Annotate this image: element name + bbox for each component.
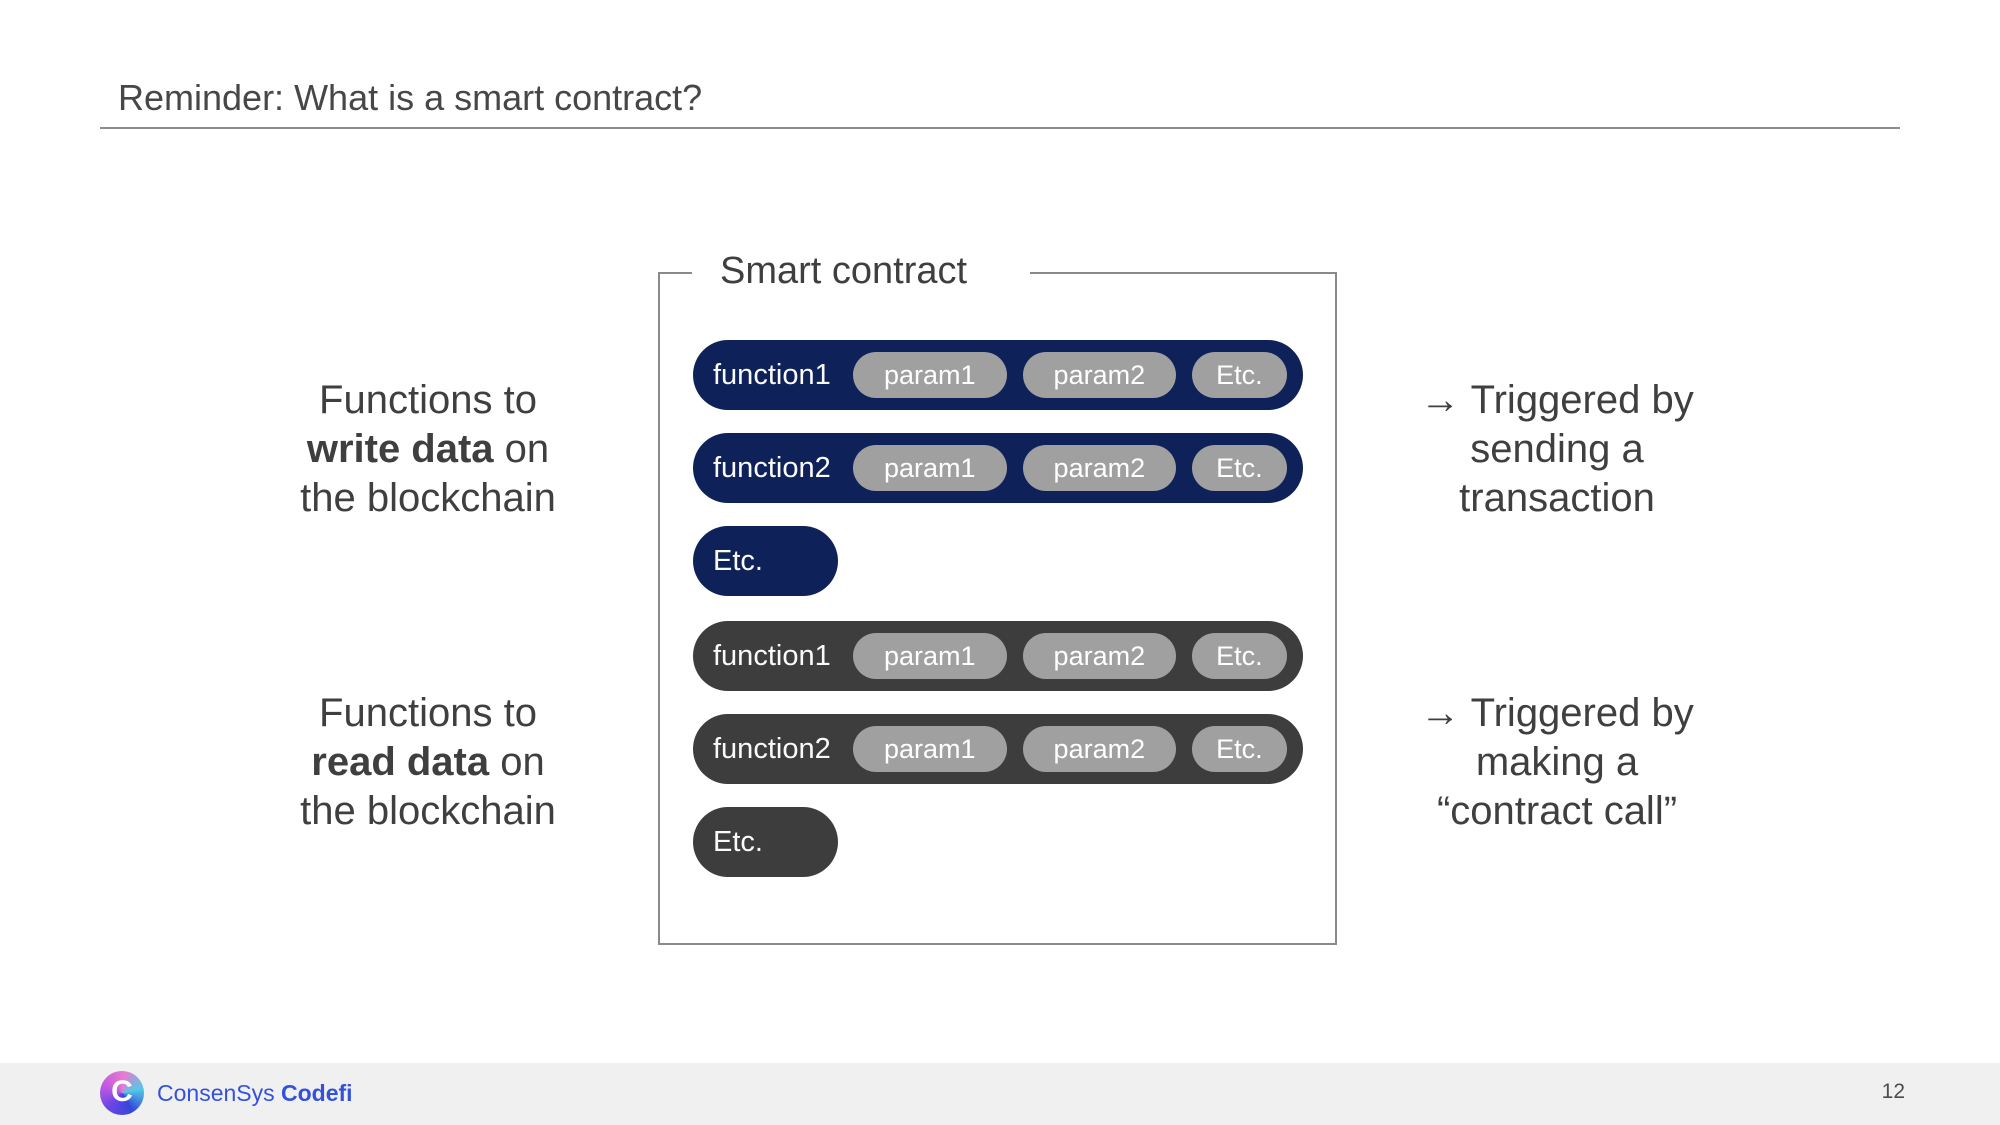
right-arrow-icon: →	[1420, 691, 1461, 735]
slide-title: Reminder: What is a smart contract?	[118, 77, 703, 118]
smart-contract-box-title: Smart contract	[716, 250, 972, 292]
write-trigger-caption: → Triggered by sending a transaction	[1347, 376, 1767, 523]
brand-name: ConsenSys	[157, 1079, 275, 1106]
caption-line: read data on	[218, 738, 638, 787]
caption-text: Triggered by	[1470, 378, 1694, 422]
function-label: function1	[713, 639, 831, 672]
write-function2-row: function2 param1 param2 Etc.	[693, 433, 1303, 503]
param-list: param1 param2 Etc.	[853, 726, 1287, 772]
read-functions-caption: Functions to read data on the blockchain	[218, 689, 638, 836]
header-divider	[100, 127, 1900, 129]
caption-bold: write data	[306, 427, 494, 471]
box-border-segment	[1030, 272, 1337, 274]
param-pill: param2	[1022, 726, 1177, 772]
write-etc-row: Etc.	[693, 526, 838, 596]
param-pill: Etc.	[1192, 352, 1287, 398]
read-etc-row: Etc.	[693, 807, 838, 877]
consensys-logo-icon: C	[100, 1071, 144, 1115]
caption-line: “contract call”	[1436, 789, 1678, 833]
caption-line: write data on	[218, 425, 638, 474]
function-label: Etc.	[713, 825, 763, 858]
param-pill: param2	[1022, 633, 1177, 679]
read-function1-row: function1 param1 param2 Etc.	[693, 621, 1303, 691]
param-pill: param1	[853, 352, 1007, 398]
box-border-segment	[658, 272, 692, 274]
brand-product: Codefi	[281, 1079, 353, 1106]
param-pill: param1	[853, 633, 1007, 679]
brand-lockup: C ConsenSys Codefi	[100, 1071, 353, 1115]
param-list: param1 param2 Etc.	[853, 445, 1287, 491]
caption-bold: read data	[311, 740, 490, 784]
page-number: 12	[1881, 1080, 1905, 1103]
write-functions-caption: Functions to write data on the blockchai…	[218, 376, 638, 523]
caption-line: sending a	[1470, 427, 1644, 471]
param-list: param1 param2 Etc.	[853, 352, 1287, 398]
param-pill: Etc.	[1192, 633, 1287, 679]
param-pill: param2	[1022, 352, 1177, 398]
caption-line: making a	[1475, 740, 1639, 784]
caption-line: the blockchain	[300, 476, 556, 520]
caption-line: → Triggered by	[1347, 689, 1767, 738]
caption-text: on	[489, 740, 545, 784]
param-pill: Etc.	[1192, 726, 1287, 772]
function-label: function1	[713, 358, 831, 391]
param-pill: param2	[1022, 445, 1177, 491]
caption-text: on	[493, 427, 550, 471]
caption-line: the blockchain	[300, 789, 556, 833]
caption-line: transaction	[1459, 476, 1655, 520]
caption-line: Functions to	[319, 378, 537, 422]
param-pill: param1	[853, 726, 1007, 772]
function-label: function2	[713, 732, 831, 765]
logo-letter: C	[111, 1075, 133, 1108]
caption-line: Functions to	[319, 691, 537, 735]
smart-contract-box	[658, 272, 1337, 945]
read-function2-row: function2 param1 param2 Etc.	[693, 714, 1303, 784]
right-arrow-icon: →	[1420, 378, 1461, 422]
caption-text: Triggered by	[1470, 691, 1694, 735]
param-pill: Etc.	[1192, 445, 1287, 491]
brand-text: ConsenSys Codefi	[157, 1080, 353, 1107]
param-list: param1 param2 Etc.	[853, 633, 1287, 679]
param-pill: param1	[853, 445, 1007, 491]
footer-band	[0, 1063, 2000, 1125]
caption-line: → Triggered by	[1347, 376, 1767, 425]
write-function1-row: function1 param1 param2 Etc.	[693, 340, 1303, 410]
function-label: Etc.	[713, 544, 763, 577]
read-trigger-caption: → Triggered by making a “contract call”	[1347, 689, 1767, 836]
function-label: function2	[713, 451, 831, 484]
